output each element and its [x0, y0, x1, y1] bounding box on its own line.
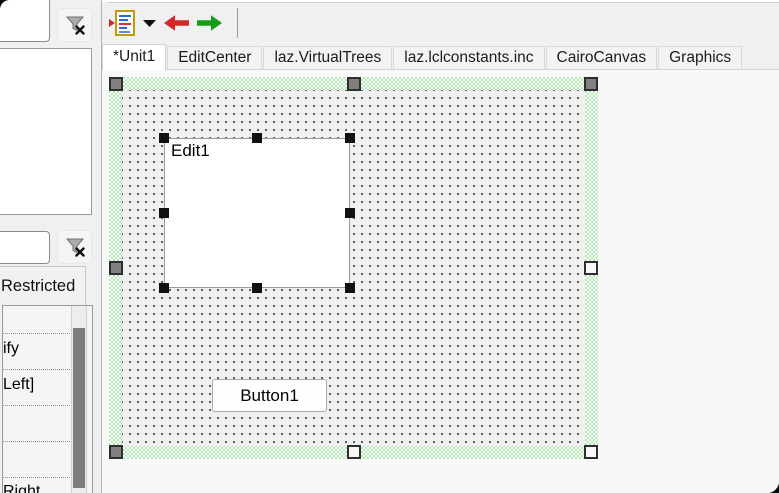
- edit1-handle-left-middle[interactable]: [159, 208, 169, 218]
- forward-button[interactable]: [196, 14, 223, 32]
- tab-restricted[interactable]: Restricted: [0, 266, 86, 305]
- property-row[interactable]: Left]: [3, 370, 72, 406]
- tab-label: Graphics: [669, 49, 732, 66]
- form-handle-top-right[interactable]: [584, 77, 598, 91]
- tab-label: laz.VirtualTrees: [274, 49, 382, 66]
- button1-text: Button1: [240, 385, 299, 405]
- designer-form-selection: Edit1 Button1: [109, 77, 598, 459]
- form-handle-right-middle[interactable]: [584, 261, 598, 275]
- clear-property-filter-button[interactable]: [57, 230, 92, 264]
- component-filter-input[interactable]: [0, 0, 50, 42]
- filter-funnel-icon: [65, 16, 85, 35]
- dropdown-arrow-icon: [143, 19, 156, 27]
- edit1-text: Edit1: [171, 141, 210, 160]
- form-canvas[interactable]: Edit1 Button1: [122, 90, 585, 446]
- properties-scrollbar[interactable]: [71, 306, 87, 493]
- tab-editcenter[interactable]: EditCenter: [167, 46, 263, 69]
- edit1-handle-bottom-middle[interactable]: [252, 283, 262, 293]
- edit1-handle-bottom-right[interactable]: [345, 283, 355, 293]
- back-button[interactable]: [163, 14, 190, 32]
- property-row[interactable]: [3, 442, 72, 478]
- toolbar-separator: [237, 8, 238, 38]
- jump-to-source-button[interactable]: [108, 8, 136, 38]
- tab-label: EditCenter: [178, 49, 252, 66]
- properties-grid: ify Left] Right: [2, 305, 93, 493]
- tab-laz-virtualtrees[interactable]: laz.VirtualTrees: [263, 46, 393, 69]
- scrollbar-thumb[interactable]: [73, 328, 85, 488]
- editor-toolbar: [102, 0, 779, 44]
- form-handle-top-middle[interactable]: [346, 77, 361, 91]
- form-handle-top-left[interactable]: [109, 77, 123, 91]
- property-row[interactable]: [3, 306, 72, 334]
- restricted-tab-label: Restricted: [1, 276, 76, 295]
- tab-graphics[interactable]: Graphics: [658, 46, 743, 69]
- object-inspector-panel: Restricted ify Left] Right: [0, 0, 102, 493]
- form-handle-bottom-middle[interactable]: [346, 445, 361, 459]
- property-filter-input[interactable]: [0, 231, 50, 264]
- tab-label: CairoCanvas: [556, 49, 647, 66]
- property-row-text: Left]: [3, 376, 35, 393]
- tab-laz-lclconstants-inc[interactable]: laz.lclconstants.inc: [393, 46, 545, 69]
- edit1-handle-bottom-left[interactable]: [159, 283, 169, 293]
- clear-component-filter-button[interactable]: [57, 8, 92, 42]
- edit1-handle-right-middle[interactable]: [345, 208, 355, 218]
- component-tree-listbox[interactable]: [0, 48, 92, 215]
- property-rows: ify Left] Right: [3, 306, 72, 493]
- back-arrow-icon: [164, 15, 189, 31]
- tab-label: *Unit1: [113, 48, 156, 65]
- form-handle-left-middle[interactable]: [109, 261, 123, 275]
- jump-dropdown-button[interactable]: [142, 19, 157, 28]
- jump-to-source-icon: [109, 10, 135, 36]
- filter-funnel-icon: [65, 238, 85, 257]
- property-row-text: ify: [3, 340, 19, 357]
- edit1-control[interactable]: Edit1: [159, 133, 355, 293]
- property-row-text: Right: [3, 483, 41, 493]
- form-handle-bottom-right[interactable]: [584, 445, 598, 459]
- tab-unit1[interactable]: *Unit1: [102, 44, 167, 70]
- editor-tab-bar: *Unit1 EditCenter laz.VirtualTrees laz.l…: [102, 44, 779, 70]
- forward-arrow-icon: [197, 15, 222, 31]
- form-designer-area: Edit1 Button1: [102, 70, 779, 493]
- tab-cairocanvas[interactable]: CairoCanvas: [545, 46, 658, 69]
- property-row[interactable]: Right: [3, 478, 72, 493]
- tab-label: laz.lclconstants.inc: [404, 49, 534, 66]
- edit1-handle-top-right[interactable]: [345, 133, 355, 143]
- source-editor-area: *Unit1 EditCenter laz.VirtualTrees laz.l…: [102, 0, 779, 493]
- edit1-handle-top-middle[interactable]: [252, 133, 262, 143]
- edit1-box[interactable]: Edit1: [164, 138, 350, 288]
- button1-control[interactable]: Button1: [212, 379, 327, 412]
- property-row[interactable]: [3, 406, 72, 442]
- edit1-handle-top-left[interactable]: [159, 133, 169, 143]
- form-handle-bottom-left[interactable]: [109, 445, 123, 459]
- property-row[interactable]: ify: [3, 334, 72, 370]
